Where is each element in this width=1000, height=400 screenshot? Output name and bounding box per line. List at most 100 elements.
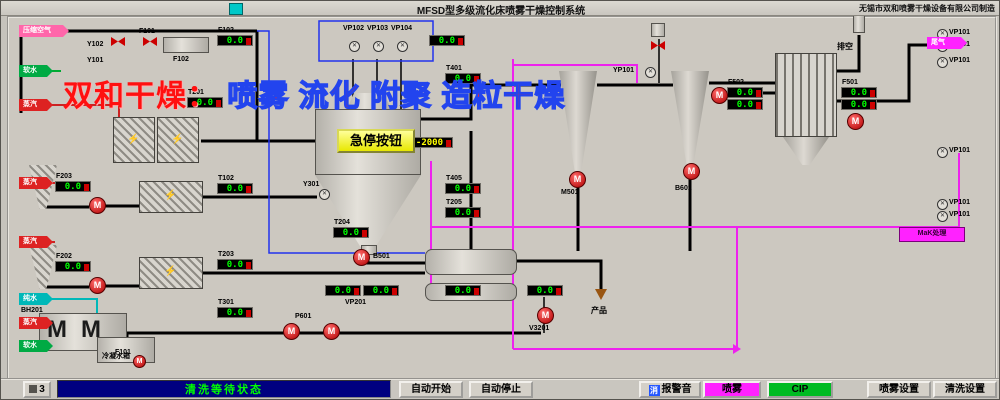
emergency-stop-button[interactable]: 急停按钮 [337,129,415,153]
display-f102: F102 0.0 [217,27,253,46]
display-tag: F501 [842,79,858,86]
motor-valve-v3201[interactable]: M [537,307,554,324]
motor-valve[interactable]: M [323,323,340,340]
motor-valve-tower-outlet[interactable]: M [353,249,370,266]
display-value: 0.0 [372,286,389,296]
tag-vp102: VP102 [343,25,365,32]
system-icon [229,3,243,15]
tag-bh201: BH201 [21,307,43,314]
fan-icon-vp101[interactable]: ✕ [937,57,948,68]
filter-f102 [163,37,209,53]
motor-valve-f501[interactable]: M [847,113,864,130]
display-tag: T205 [446,199,462,206]
auto-stop-button[interactable]: 自动停止 [469,381,533,398]
condensate-pump[interactable]: M [133,355,146,368]
display-t204: T204 0.0 [333,219,369,238]
display-value: 0.0 [454,208,471,218]
electric-heater-4 [139,257,203,289]
tag-p601: P601 [295,313,312,320]
manual-valve-icon[interactable] [143,37,157,46]
exhaust-label: 尾气 [927,37,967,49]
pipes-blue [257,20,434,254]
display-value: 0.0 [850,100,867,110]
fluid-bed-1 [425,249,517,275]
motor-valve[interactable]: M [283,323,300,340]
motor-valve[interactable]: M [89,197,106,214]
motor-valve-cyclone2[interactable]: M [683,163,700,180]
display-value: 0.0 [454,184,471,194]
source-steam-1: 蒸汽 [19,99,53,111]
clean-settings-button[interactable]: 清洗设置 [933,381,997,398]
cip-mode-button[interactable]: CIP [767,381,833,398]
page-select-button[interactable]: 3 [23,381,51,398]
source-steam-4: 蒸汽 [19,317,53,329]
motor-valve-f502[interactable]: M [711,87,728,104]
display-value: 0.0 [736,100,753,110]
tag-yp101: YP101 [613,67,635,74]
tower-top-cone [347,93,391,109]
bag-filter [775,53,837,137]
display-tag: T204 [334,219,350,226]
tag-vp103: VP103 [367,25,389,32]
motor-valve-cyclone1[interactable]: M [569,171,586,188]
display-value: 0.0 [454,286,471,296]
source-soft-water-1: 软水 [19,65,53,77]
display-t301: T301 0.0 [217,299,253,318]
tag-f102: F102 [173,56,189,63]
electric-heater-3 [139,181,203,213]
spray-mode-button[interactable]: 喷雾 [703,381,761,398]
tag-vp104: VP104 [391,25,413,32]
page-icon [29,385,38,393]
source-pure-water: 纯水 [19,293,53,305]
fan-icon-vp101[interactable]: ✕ [937,147,948,158]
source-soft-water-2: 软水 [19,340,53,352]
motor-valve[interactable]: M [89,277,106,294]
display-value: 0.0 [226,308,243,318]
fan-icon-vp103[interactable]: ✕ [373,41,384,52]
fan-icon-yp101[interactable]: ✕ [645,67,656,78]
fan-icon-vp101[interactable]: ✕ [937,211,948,222]
electric-heater-2 [157,117,199,163]
display-value: 0.0 [226,36,243,46]
display-value: 0.0 [226,184,243,194]
manual-valve-icon[interactable] [111,37,125,46]
cip-destination-label: MaK处理 [899,227,965,242]
status-text: 清洗等待状态 [185,384,263,396]
display-tag: F502 [728,79,744,86]
display-f501-a: F501 0.0 [841,79,877,98]
manufacturer-label: 无锡市双和喷雾干燥设备有限公司制造 [859,4,995,13]
display-tag: T301 [218,299,234,306]
page-title: MFSD型多级流化床喷雾干燥控制系统 [416,6,586,17]
fan-icon-vp102[interactable]: ✕ [349,41,360,52]
display-top-duct: 0.0 [429,35,465,46]
display-f501-b: 0.0 [841,99,877,110]
pipes-cip [430,59,960,350]
display-tag: F102 [218,27,234,34]
tag-condensate-tank: 冷凝水箱 [102,353,130,360]
spray-settings-button[interactable]: 喷雾设置 [867,381,931,398]
fan-icon-vp101[interactable]: ✕ [937,199,948,210]
tag-y101: Y101 [87,57,104,64]
display-v3201: 0.0 [527,285,563,296]
display-value: 0.0 [850,88,867,98]
pump-symbol: M [47,316,67,343]
display-value: 0.0 [342,228,359,238]
display-value: 0.0 [226,260,243,270]
fan-icon-vp104[interactable]: ✕ [397,41,408,52]
display-f502-a: F502 0.0 [727,79,763,98]
fan-icon-y301[interactable]: ✕ [319,189,330,200]
display-value: 0.0 [438,36,455,46]
manual-valve-icon[interactable] [651,41,665,50]
display-value: 0.0 [736,88,753,98]
product-label: 产品 [591,306,607,315]
lightning-icon: ⚡ [171,134,184,145]
auto-start-button[interactable]: 自动开始 [399,381,463,398]
display-value: 0.0 [64,262,81,272]
alarm-mute-button[interactable]: 消报警音 [639,381,701,398]
display-tag: T401 [446,65,462,72]
